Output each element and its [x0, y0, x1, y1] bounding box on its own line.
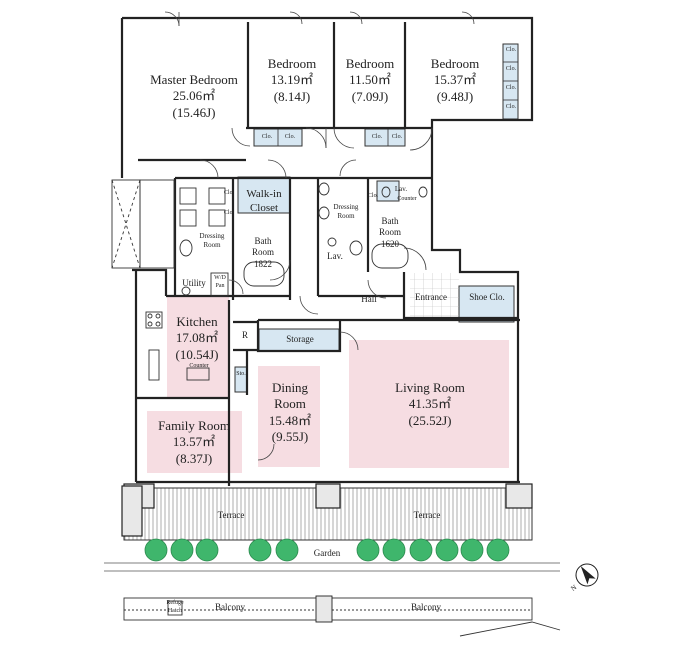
label-line: Room [251, 247, 274, 258]
closet-label: Clo. [371, 134, 383, 140]
label-line: Dressing [199, 232, 225, 240]
room-area: 25.06㎡ [172, 88, 216, 104]
label-line: Walk-in [246, 188, 282, 200]
bath-room-left-label: Bath Room 1822 [238, 236, 288, 270]
storage-label: Storage [286, 334, 314, 344]
shaft [111, 179, 175, 269]
floor-zones [147, 296, 509, 473]
room-jo: (10.54J) [175, 346, 219, 362]
dressing-room-left-label: Dressing Room [188, 232, 236, 250]
label-line: Pan [215, 282, 225, 289]
closet-details [277, 61, 518, 146]
wd-label: W/D Pan [210, 275, 230, 290]
room-area: 11.50㎡ [349, 72, 391, 88]
closet-label: Clo. [284, 134, 296, 140]
room-name: Kitchen [176, 314, 218, 329]
label-line: Room [378, 227, 401, 238]
balcony-right-label: Balcony [411, 602, 441, 612]
door-swings [164, 11, 475, 461]
room-area: 41.35㎡ [408, 396, 452, 412]
room-jo: (7.09J) [351, 88, 389, 104]
master-bedroom-label: Master Bedroom 25.06㎡ (15.46J) [138, 72, 250, 121]
room-name: Living Room [395, 380, 465, 395]
label-line: Bath [381, 216, 399, 226]
counter-top-label: Counter [397, 196, 417, 202]
label-line: W/D [214, 275, 226, 281]
closet-label: Clo. [367, 193, 379, 199]
bedroom2-label: Bedroom 11.50㎡ (7.09J) [334, 56, 406, 105]
storage-small-label: Sto. [236, 371, 246, 377]
room-name-line2: Room [274, 396, 306, 412]
room-area: 13.19㎡ [270, 72, 314, 88]
bedroom3-label: Bedroom 15.37㎡ (9.48J) [412, 56, 498, 105]
label-line: Refuge [166, 600, 184, 606]
closet-label: Clo. [505, 85, 517, 91]
room-name: Family Room [158, 418, 230, 433]
bedroom1-label: Bedroom 13.19㎡ (8.14J) [252, 56, 332, 105]
closet-label: Clo. [223, 190, 235, 196]
room-area: 17.08㎡ [175, 330, 219, 346]
entrance-label: Entrance [415, 292, 447, 302]
entrance-tile [410, 273, 459, 318]
bath-room-right-label: Bath Room 1620 [368, 216, 412, 250]
storage-zones [234, 43, 519, 393]
room-name: Bedroom [267, 56, 317, 71]
label-line: Room [337, 211, 355, 220]
room-jo: (15.46J) [172, 104, 216, 120]
shoe-closet-label: Shoe Clo. [469, 292, 505, 302]
room-area: 15.48㎡ [268, 412, 312, 428]
utility-label: Utility [182, 278, 206, 288]
walk-in-closet-label: Walk-in Closet [236, 188, 292, 216]
label-line: Closet [249, 201, 279, 214]
north-arrow-icon [575, 563, 599, 587]
room-name: Dining [271, 380, 309, 395]
room-area: 15.37㎡ [433, 72, 477, 88]
label-line: 1620 [381, 238, 399, 249]
room-name: Bedroom [430, 56, 480, 71]
room-name: Bedroom [345, 56, 395, 71]
hall-label: Hall [361, 294, 377, 304]
family-room-label: Family Room 13.57㎡ (8.37J) [146, 418, 242, 467]
room-area: 13.57㎡ [172, 434, 216, 450]
room-jo: (25.52J) [408, 412, 452, 428]
label-line: Hatch [167, 607, 183, 614]
garden-trees [144, 538, 510, 562]
dining-room-label: Dining Room 15.48㎡ (9.55J) [254, 380, 326, 445]
room-name: Master Bedroom [150, 72, 238, 87]
closet-label: Clo. [391, 134, 403, 140]
refrigerator-label: R [241, 330, 248, 340]
label-line: Room [203, 240, 221, 249]
fixtures [145, 182, 428, 381]
room-jo: (9.48J) [436, 88, 474, 104]
garden-label: Garden [313, 548, 341, 558]
kitchen-label: Kitchen 17.08㎡ (10.54J) [162, 314, 232, 363]
refuge-hatch-label: Refuge Hatch [162, 600, 188, 615]
terrace-right-label: Terrace [413, 510, 441, 520]
garden-lines [104, 562, 560, 572]
closet-label: Clo. [261, 134, 273, 140]
balcony-left-label: Balcony [215, 602, 245, 612]
label-line: Dressing [333, 203, 359, 211]
lav-left-label: Lav. [327, 251, 343, 261]
closet-label: Clo. [223, 210, 235, 216]
terrace-left-label: Terrace [217, 510, 245, 520]
balcony-strip [123, 595, 561, 637]
counter-kitchen-label: Counter [189, 363, 209, 369]
lav-right-label: Lav. [394, 185, 408, 193]
dressing-room-right-label: Dressing Room [322, 203, 370, 221]
label-line: Bath [254, 236, 272, 246]
closet-label: Clo. [505, 47, 517, 53]
room-jo: (8.37J) [175, 450, 213, 466]
living-room-label: Living Room 41.35㎡ (25.52J) [370, 380, 490, 429]
closet-label: Clo. [505, 104, 517, 110]
room-jo: (9.55J) [271, 428, 309, 444]
label-line: 1822 [254, 258, 272, 269]
closet-label: Clo. [505, 66, 517, 72]
room-jo: (8.14J) [273, 88, 311, 104]
columns [121, 483, 533, 537]
